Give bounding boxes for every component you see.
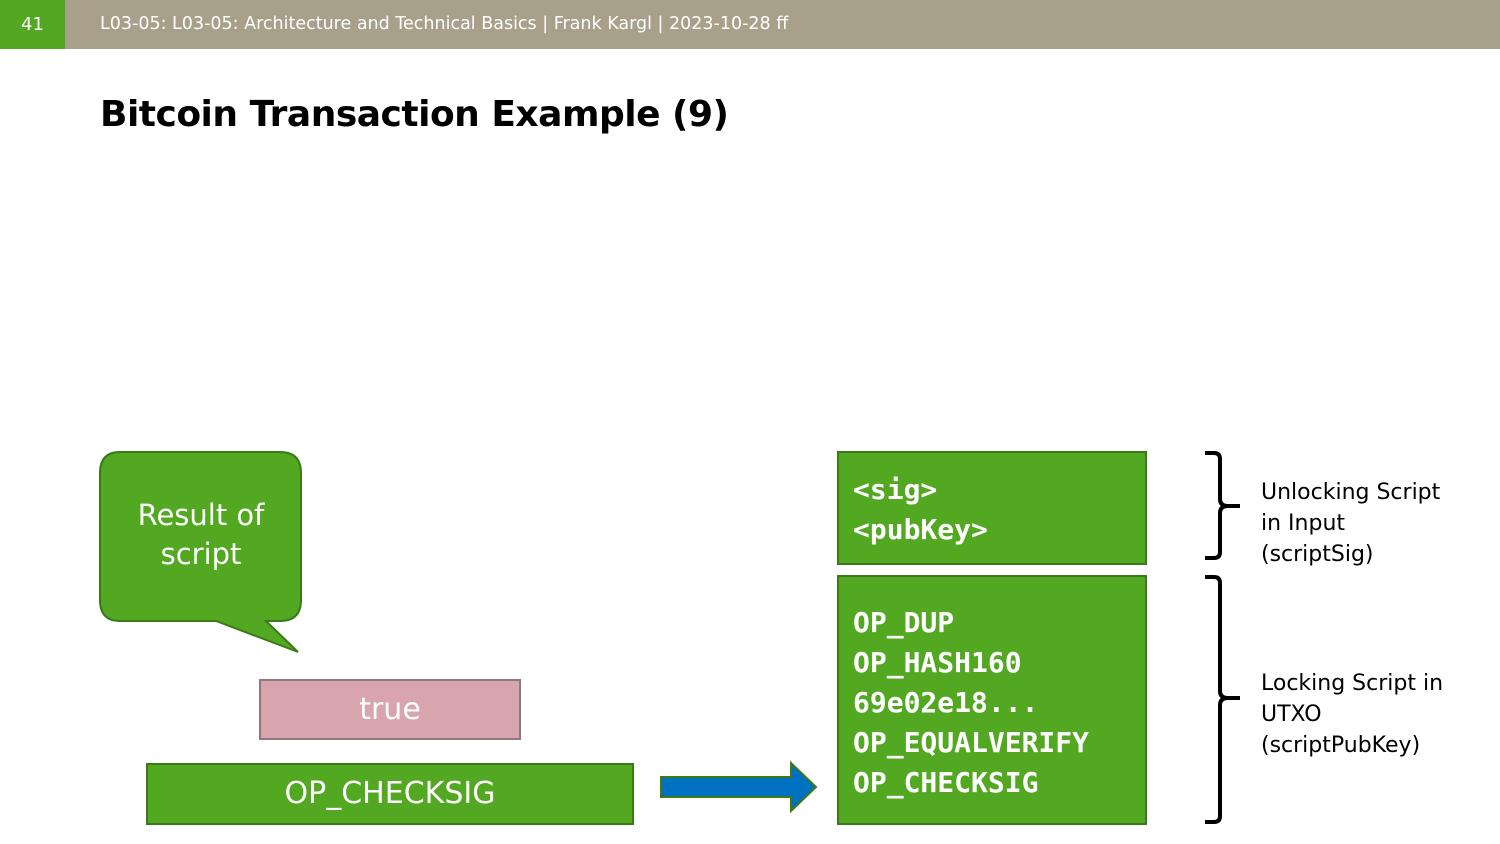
label-line: (scriptPubKey) bbox=[1261, 733, 1421, 758]
bubble-text: Result of script bbox=[100, 496, 302, 574]
label-line: Locking Script in bbox=[1261, 671, 1444, 696]
stack-item-op-checksig: OP_CHECKSIG bbox=[146, 763, 634, 825]
bubble-line: script bbox=[160, 537, 242, 571]
locking-brace-icon bbox=[1205, 575, 1240, 824]
script-line: 69e02e18... bbox=[853, 686, 1039, 719]
script-line: <sig> bbox=[853, 473, 938, 506]
speech-bubble bbox=[99, 451, 302, 653]
locking-script-box: OP_DUP OP_HASH160 69e02e18... OP_EQUALVE… bbox=[837, 575, 1147, 825]
stack-item-true: true bbox=[259, 679, 521, 740]
right-arrow-icon bbox=[660, 760, 818, 814]
locking-script-label: Locking Script in UTXO (scriptPubKey) bbox=[1261, 668, 1443, 761]
header-bar: 41 L03-05: L03-05: Architecture and Tech… bbox=[0, 0, 1500, 49]
bubble-line: Result of bbox=[137, 498, 265, 532]
label-line: UTXO bbox=[1261, 702, 1322, 727]
slide-title: Bitcoin Transaction Example (9) bbox=[100, 94, 729, 135]
script-line: OP_CHECKSIG bbox=[853, 766, 1039, 799]
label-line: (scriptSig) bbox=[1261, 542, 1374, 567]
script-line: OP_DUP bbox=[853, 606, 955, 639]
label-line: in Input bbox=[1261, 511, 1346, 536]
script-line: OP_EQUALVERIFY bbox=[853, 726, 1090, 759]
unlocking-script-box: <sig> <pubKey> bbox=[837, 451, 1147, 565]
slide-number: 41 bbox=[0, 0, 65, 49]
script-line: OP_HASH160 bbox=[853, 646, 1022, 679]
unlocking-script-label: Unlocking Script in Input (scriptSig) bbox=[1261, 477, 1440, 570]
header-text: L03-05: L03-05: Architecture and Technic… bbox=[100, 14, 789, 34]
label-line: Unlocking Script bbox=[1261, 480, 1441, 505]
script-line: <pubKey> bbox=[853, 513, 988, 546]
unlocking-brace-icon bbox=[1205, 451, 1240, 560]
